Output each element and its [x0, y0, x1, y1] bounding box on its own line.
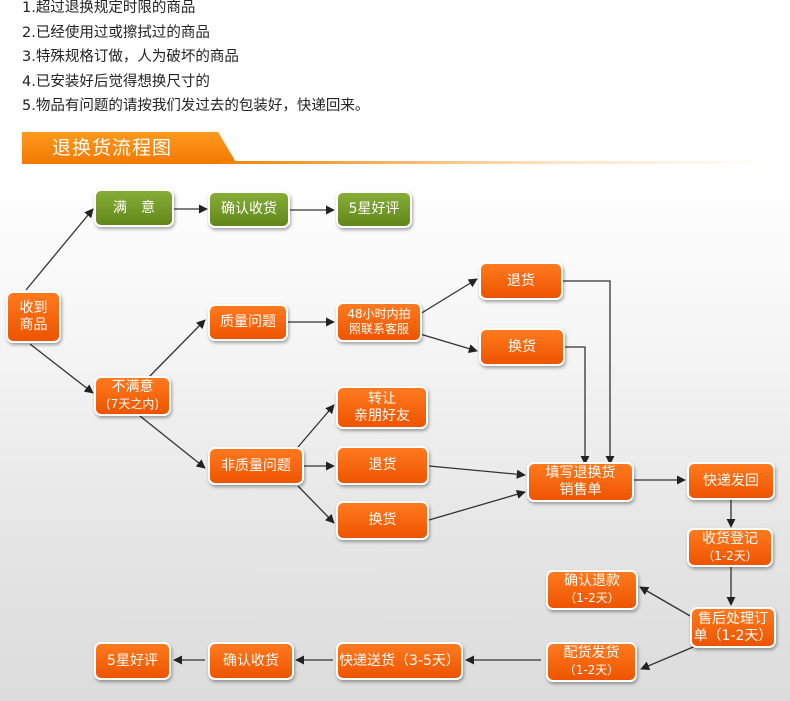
- node-label: 照联系客服: [348, 322, 409, 336]
- node-label: 换货: [508, 338, 536, 355]
- node-label: 确认收货: [221, 201, 277, 217]
- node-satisfied: 满 意: [94, 189, 174, 227]
- rule-item: 3.特殊规格订做，人为破坏的商品: [22, 49, 239, 65]
- node-transfer-friends: 转让 亲朋好友: [336, 386, 428, 429]
- node-receipt-register: 收货登记 （1-2天）: [687, 528, 773, 567]
- node-five-star-review: 5星好评: [336, 191, 412, 228]
- node-return-non-quality: 退货: [336, 446, 429, 485]
- node-label: 销售单: [559, 482, 602, 498]
- arrow: [428, 465, 526, 479]
- node-label: 48小时内拍: [347, 307, 411, 321]
- node-fill-return-form: 填写退换货 销售单: [527, 462, 634, 502]
- node-label: 确认退款: [564, 573, 620, 589]
- node-label: 换货: [368, 512, 397, 528]
- node-express-delivery: 快递送货（3-5天）: [336, 642, 463, 680]
- rules-list: 1.超过退换规定时限的商品 2.已经使用过或擦拭过的商品 3.特殊规格订做，人为…: [22, 0, 369, 119]
- node-five-star-review-final: 5星好评: [94, 642, 171, 680]
- arrow: [565, 346, 590, 465]
- node-label: 退货: [368, 457, 397, 473]
- node-exchange-quality: 换货: [479, 328, 565, 366]
- node-pick-and-ship: 配货发货 （1-2天）: [546, 642, 637, 682]
- node-label: 收到: [19, 300, 48, 316]
- node-label: 转让: [368, 390, 396, 407]
- node-after-sales: 售后处理订 单（1-2天）: [690, 607, 776, 648]
- node-label: 单（1-2天）: [693, 627, 773, 644]
- node-label: 亲朋好友: [354, 407, 410, 424]
- banner-underline: [222, 161, 772, 164]
- section-banner: 退换货流程图: [22, 132, 772, 164]
- node-non-quality-issue: 非质量问题: [208, 447, 304, 485]
- node-label: 快递送货（3-5天）: [339, 652, 460, 669]
- node-label: 快递发回: [703, 472, 759, 489]
- rule-item: 5.物品有问题的请按我们发过去的包装好，快递回来。: [22, 98, 370, 114]
- node-confirm-refund: 确认退款 （1-2天）: [546, 570, 638, 610]
- flowchart-panel: [0, 170, 790, 701]
- node-label: （1-2天）: [564, 591, 620, 605]
- node-contact-service: 48小时内拍 照联系客服: [336, 302, 422, 342]
- arrow: [147, 319, 206, 379]
- arrow: [139, 415, 206, 469]
- node-quality-issue: 质量问题: [208, 304, 288, 341]
- node-unsatisfied: 不满意 (7天之内): [94, 376, 171, 416]
- arrow: [297, 485, 335, 524]
- node-label: 非质量问题: [221, 457, 291, 474]
- node-label: 5星好评: [107, 652, 158, 669]
- node-label: 不满意: [111, 379, 154, 395]
- rule-item: 2.已经使用过或擦拭过的商品: [22, 24, 210, 41]
- node-label: 5星好评: [348, 201, 400, 217]
- node-label: （1-2天）: [563, 663, 620, 677]
- node-label: 商品: [19, 317, 48, 333]
- node-return-quality: 退货: [479, 262, 563, 300]
- rule-item: 1.超过退换规定时限的商品: [22, 0, 196, 16]
- node-confirm-receipt-final: 确认收货: [208, 642, 294, 680]
- arrow: [639, 586, 693, 618]
- arrow: [25, 208, 94, 291]
- node-exchange-non-quality: 换货: [336, 501, 429, 540]
- arrow: [419, 278, 478, 315]
- node-receive: 收到 商品: [6, 291, 61, 343]
- arrow: [419, 333, 478, 354]
- node-express-return: 快递发回: [687, 462, 775, 500]
- node-label: (7天之内): [106, 397, 159, 411]
- section-title: 退换货流程图: [52, 137, 173, 159]
- arrow: [297, 404, 335, 448]
- arrow: [640, 644, 699, 671]
- node-label: 质量问题: [220, 314, 276, 330]
- arrow: [29, 343, 94, 394]
- node-confirm-receipt: 确认收货: [208, 191, 290, 228]
- node-label: （1-2天）: [702, 548, 758, 563]
- arrow: [428, 489, 526, 521]
- node-label: 收货登记: [702, 530, 758, 547]
- node-label: 确认收货: [223, 652, 279, 669]
- node-label: 售后处理订: [698, 610, 768, 627]
- node-label: 退货: [507, 272, 535, 289]
- rule-item: 4.已安装好后觉得想换尺寸的: [22, 73, 210, 90]
- arrow: [563, 280, 615, 465]
- node-label: 配货发货: [563, 645, 620, 661]
- banner-bar: [22, 132, 237, 164]
- node-label: 满 意: [113, 199, 155, 216]
- node-label: 填写退换货: [545, 465, 616, 481]
